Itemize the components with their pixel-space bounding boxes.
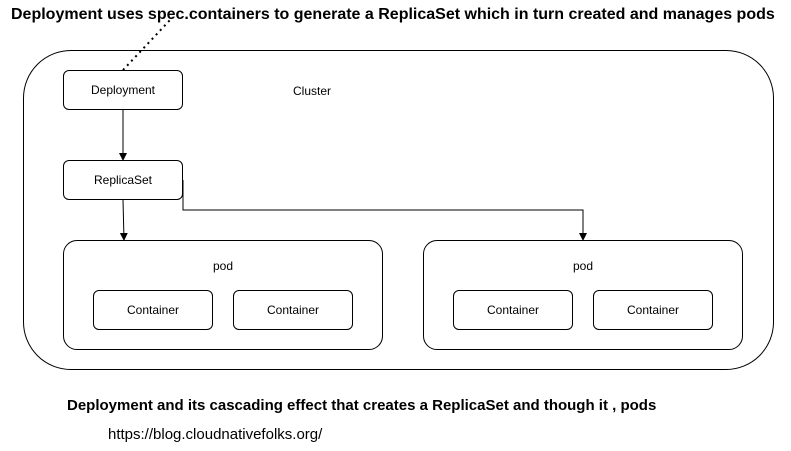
container-label: Container <box>626 303 680 317</box>
cluster-label: Cluster <box>293 84 332 98</box>
replicaset-node: ReplicaSet <box>63 160 183 200</box>
container-label: Container <box>266 303 320 317</box>
replicaset-label: ReplicaSet <box>93 173 153 187</box>
pod-label-1: pod <box>213 259 234 273</box>
source-url: https://blog.cloudnativefolks.org/ <box>108 426 323 443</box>
replicaset-to-pod1-arrow <box>119 199 128 241</box>
container-node: Container <box>93 290 213 330</box>
cluster-boundary <box>23 50 774 370</box>
deployment-label: Deployment <box>90 83 156 97</box>
deployment-node: Deployment <box>63 70 183 110</box>
container-node: Container <box>593 290 713 330</box>
container-node: Container <box>453 290 573 330</box>
pod-label-2: pod <box>573 259 594 273</box>
replicaset-to-pod2-arrow <box>182 180 587 241</box>
diagram-caption: Deployment and its cascading effect that… <box>67 397 657 414</box>
container-label: Container <box>126 303 180 317</box>
container-label: Container <box>486 303 540 317</box>
container-node: Container <box>233 290 353 330</box>
diagram-title: Deployment uses spec.containers to gener… <box>11 6 775 23</box>
